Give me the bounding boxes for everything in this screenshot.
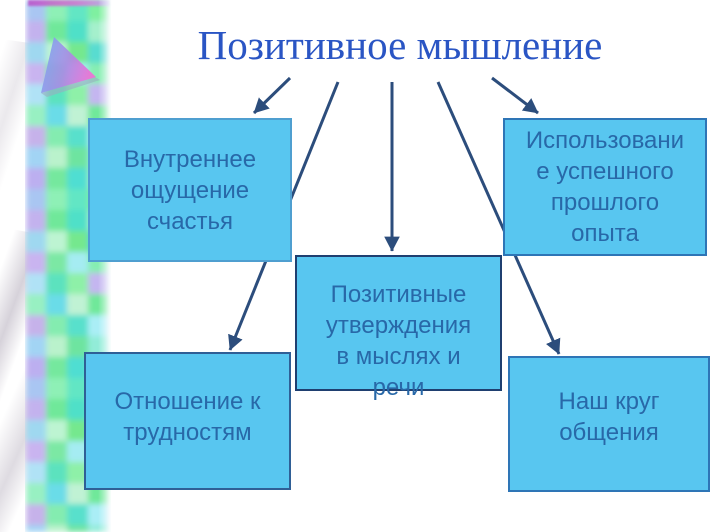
node-label: Отношение к трудностям bbox=[114, 388, 261, 446]
node-inner-happiness: Внутреннее ощущение счастья bbox=[88, 118, 292, 262]
node-attitude-to-difficulties: Отношение к трудностям bbox=[84, 352, 291, 490]
node-positive-statements: Позитивные утверждения в мыслях и речи bbox=[295, 255, 502, 401]
decorative-triangle-icon bbox=[41, 37, 100, 97]
node-social-circle: Наш круг общения bbox=[508, 356, 710, 492]
decorative-top-bar bbox=[28, 0, 110, 6]
slide-title: Позитивное мышление bbox=[197, 22, 603, 68]
arrow-title-to-social-circle bbox=[436, 81, 561, 355]
node-label: Использовани е успешного прошлого опыта bbox=[525, 127, 685, 247]
node-label: Внутреннее ощущение счастья bbox=[123, 145, 257, 235]
node-label: Наш круг общения bbox=[558, 388, 660, 446]
node-past-experience: Использовани е успешного прошлого опыта bbox=[503, 118, 707, 256]
arrow-title-to-inner-happiness bbox=[252, 76, 292, 115]
node-label: Позитивные утверждения в мыслях и речи bbox=[325, 281, 472, 401]
arrow-title-to-past-experience bbox=[491, 76, 539, 115]
